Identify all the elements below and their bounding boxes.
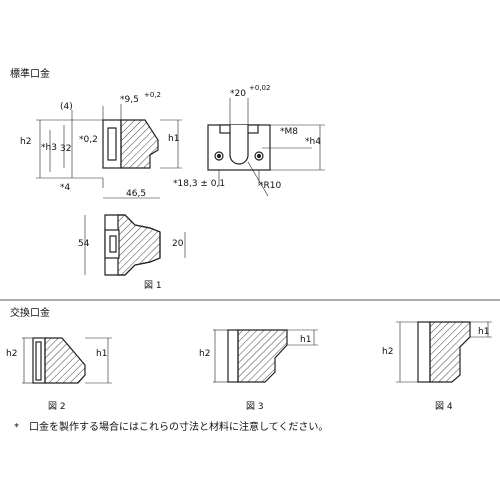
dim-h3: *h3 [41,143,57,153]
fig2-dim-h1: h1 [96,349,108,359]
dim-54: 54 [78,239,90,249]
replaceable-jaw-fig2 [22,337,112,384]
dim-46-5: 46,5 [126,189,147,199]
fig1-label: 図 1 [144,281,162,291]
dim-4-paren: (4) [60,102,73,112]
standard-jaw-front-view [207,98,325,197]
fig4-label: 図 4 [435,402,453,412]
fig2-label: 図 2 [48,402,66,412]
dim-20: *20 [230,89,246,99]
standard-jaw-top-view [84,197,186,276]
fig3-dim-h1: h1 [300,335,312,345]
dim-9-5: *9,5 [120,95,139,105]
fig4-dim-h2: h2 [382,347,394,357]
section-title-standard: 標準口金 [10,69,50,80]
dim-0-2: *0,2 [79,135,98,145]
section-title-replaceable: 交換口金 [10,308,50,319]
dim-h2: h2 [20,137,32,147]
dim-18-3: *18,3 ± 0,1 [173,179,226,189]
standard-jaw-side-view [36,104,182,188]
dim-m8: *M8 [280,127,298,137]
dim-20-width: 20 [172,239,184,249]
dim-4: *4 [60,183,71,193]
dim-h4: *h4 [305,137,321,147]
replaceable-jaw-fig3 [213,329,318,383]
dim-20-tolerance: +0,02 [249,84,271,92]
dim-r10: *R10 [259,181,282,191]
footnote: * 口金を製作する場合にはこれらの寸法と材料に注意してください。 [14,422,329,433]
fig3-label: 図 3 [246,402,264,412]
fig4-dim-h1: h1 [478,327,490,337]
replaceable-jaw-fig4 [396,321,492,383]
fig3-dim-h2: h2 [199,349,211,359]
fig2-dim-h2: h2 [6,349,18,359]
dim-9-5-tolerance: +0,2 [144,91,161,99]
dim-32: 32 [60,144,72,154]
dim-h1: h1 [168,134,180,144]
